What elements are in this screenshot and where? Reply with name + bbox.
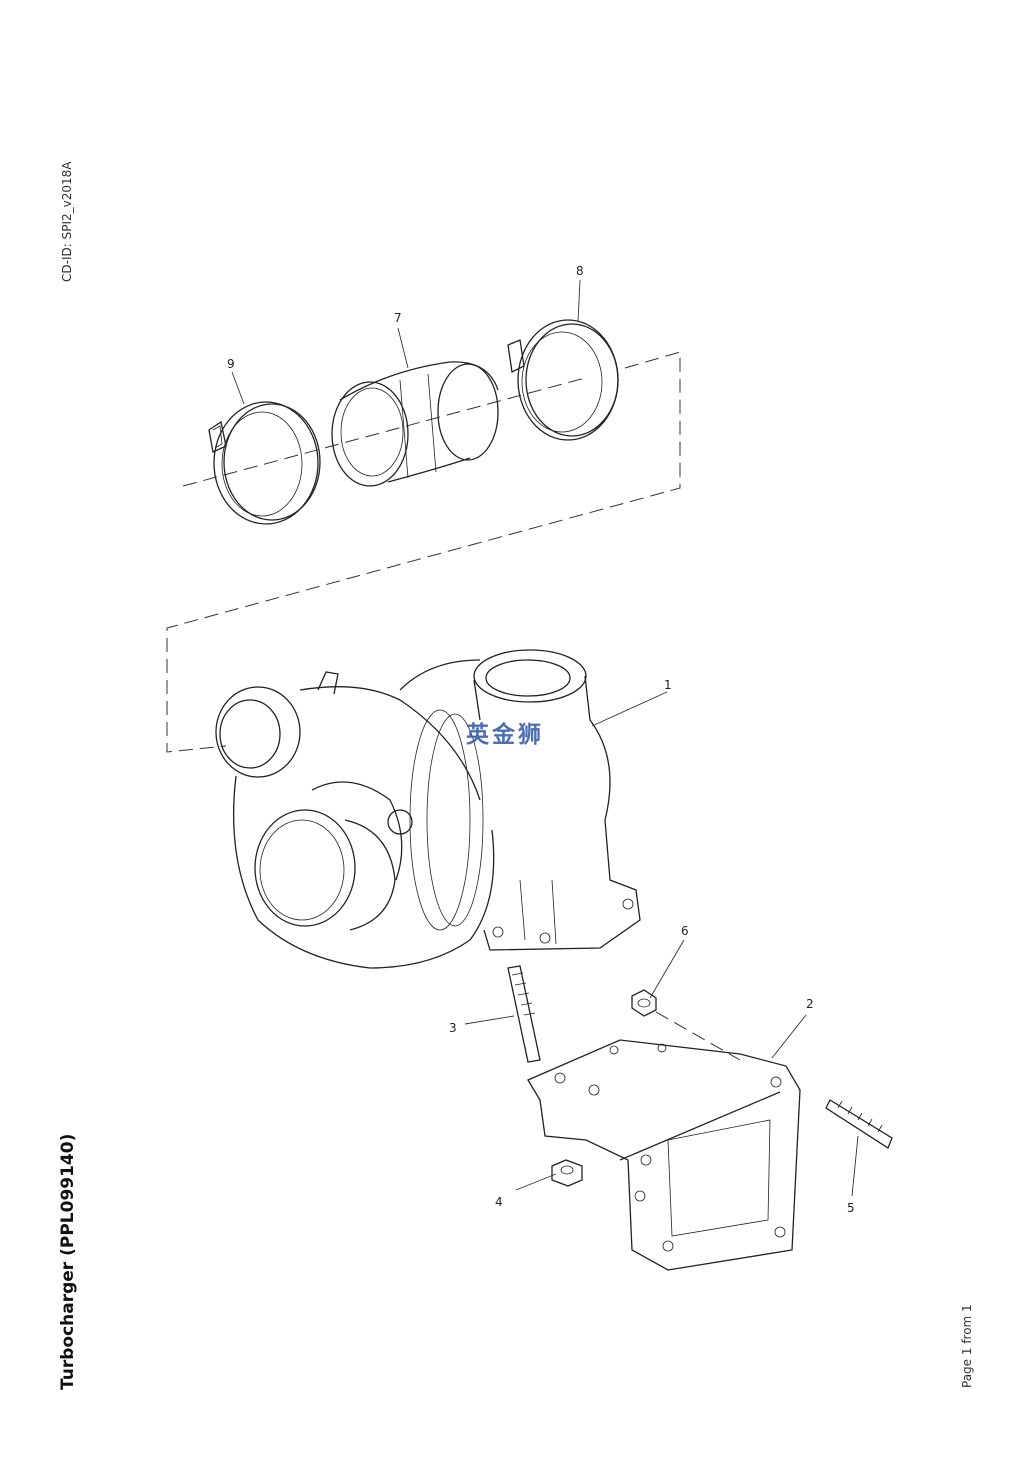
part-8-hose-clamp (507, 319, 619, 441)
callout-1: 1 (664, 678, 672, 692)
callout-3: 3 (449, 1021, 457, 1035)
part-3-stud (507, 965, 541, 1063)
part-9-hose-clamp (208, 401, 321, 525)
part-4-nut (551, 1159, 583, 1187)
part-2-adaptor (527, 1011, 801, 1271)
callout-2: 2 (806, 997, 814, 1011)
callout-5: 5 (847, 1201, 855, 1215)
part-5-stud (825, 1099, 893, 1149)
assembly-outline (166, 351, 681, 753)
part-1-turbocharger (215, 649, 641, 969)
callout-7: 7 (394, 311, 402, 325)
centre-axis (182, 377, 586, 487)
part-6-nut (631, 989, 657, 1017)
callout-8: 8 (576, 264, 584, 278)
callout-9: 9 (227, 357, 235, 371)
callout-4: 4 (495, 1195, 503, 1209)
leader-lines (231, 279, 859, 1197)
watermark-logo: 英金狮 (466, 722, 544, 748)
callout-6: 6 (681, 924, 689, 938)
part-7-hose (331, 361, 499, 487)
